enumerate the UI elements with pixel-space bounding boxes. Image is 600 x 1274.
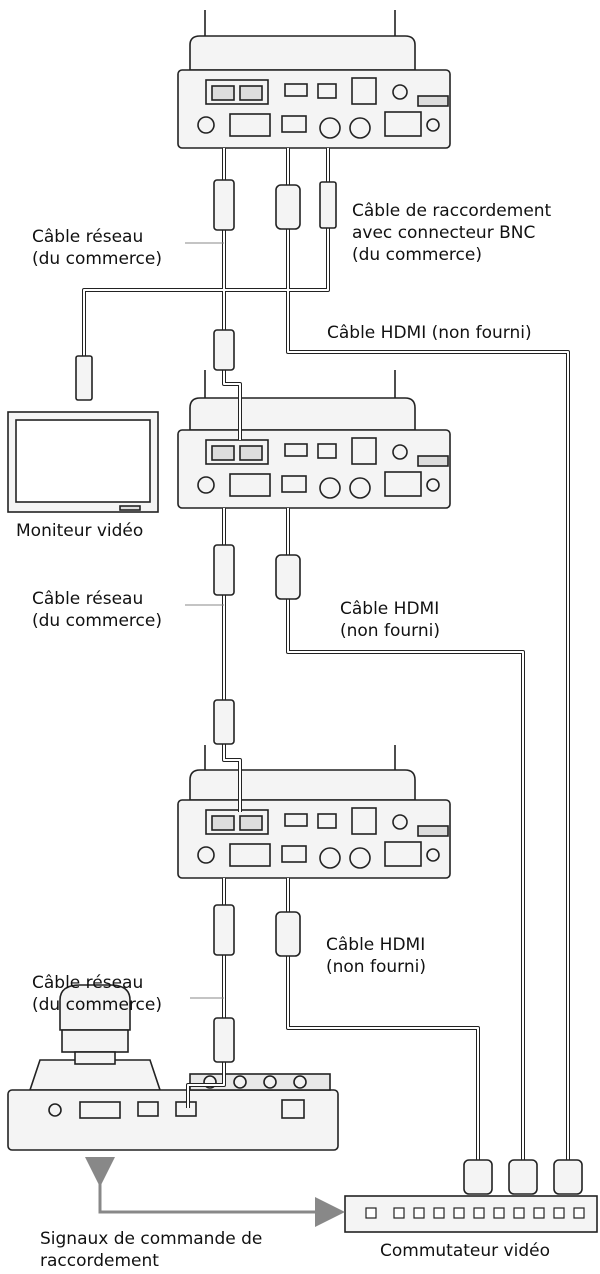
video-monitor <box>7 411 159 513</box>
label-cable-reseau-3: Câble réseau (du commerce) <box>32 973 162 1015</box>
label-cable-hdmi-3: Câble HDMI (non fourni) <box>326 935 426 977</box>
camera-1 <box>177 10 451 149</box>
label-cable-reseau-1: Câble réseau (du commerce) <box>32 227 162 269</box>
camera-3 <box>177 745 451 879</box>
leader-lines <box>185 242 224 999</box>
label-commutateur: Commutateur vidéo <box>380 1241 550 1261</box>
label-cable-bnc: Câble de raccordement avec connecteur BN… <box>352 201 552 265</box>
label-moniteur: Moniteur vidéo <box>16 521 144 541</box>
connectors <box>75 179 583 1195</box>
label-cable-hdmi-1: Câble HDMI (non fourni) <box>327 323 532 343</box>
label-cable-reseau-2: Câble réseau (du commerce) <box>32 589 162 631</box>
label-signaux: Signaux de commande de raccordement <box>40 1229 263 1271</box>
label-cable-hdmi-2: Câble HDMI (non fourni) <box>340 599 440 641</box>
control-signal-arrow <box>85 1157 345 1227</box>
camera-2 <box>177 370 451 509</box>
remote-controller <box>7 984 339 1151</box>
video-switcher <box>344 1195 598 1233</box>
